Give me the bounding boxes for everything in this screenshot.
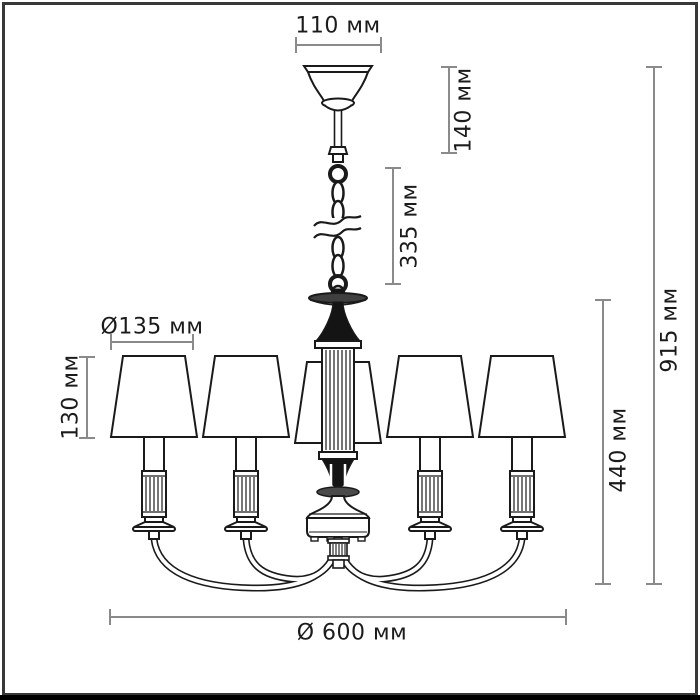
shade-2: [202, 355, 290, 438]
body-bell: [305, 495, 371, 519]
dim-total-diameter-label: Ø 600 мм: [296, 620, 408, 646]
bottom-hub: [327, 538, 350, 569]
candle-4: [408, 435, 452, 540]
suspension-chain: [312, 164, 364, 302]
shade-1: [110, 355, 198, 438]
shade-5: [478, 355, 566, 438]
dim-canopy-width-line: [295, 37, 382, 53]
upper-cone: [314, 301, 362, 342]
dimension-lines: [79, 37, 662, 625]
chain-break-squiggle-top: [313, 214, 362, 227]
ceiling-canopy: [302, 65, 374, 163]
candle-1: [132, 435, 176, 540]
dim-shade-diameter-line: [110, 334, 194, 350]
body-drum: [306, 517, 370, 538]
dim-shade-diameter-label: Ø135 мм: [100, 314, 204, 340]
dim-chain-length-line: [385, 167, 401, 285]
dim-body-height-line: [595, 299, 611, 585]
dim-shade-height-label: 130 мм: [58, 354, 84, 440]
dim-canopy-height-label: 140 мм: [451, 67, 477, 153]
dim-total-height-line: [646, 66, 662, 585]
dim-total-diameter-line: [109, 609, 567, 625]
dim-chain-length-label: 335 мм: [397, 183, 423, 269]
dim-body-height-label: 440 мм: [606, 407, 632, 493]
chain-break-squiggle-bottom: [313, 226, 362, 239]
dim-shade-height-line: [79, 356, 95, 439]
shade-4: [386, 355, 474, 438]
center-column: [305, 288, 371, 542]
bottom-border-band: [0, 695, 700, 700]
candle-5: [500, 435, 544, 540]
bottom-finial: [332, 559, 345, 569]
candle-2: [224, 435, 268, 540]
arms: [150, 538, 526, 592]
lower-cone: [320, 458, 356, 489]
dim-canopy-height-line: [441, 66, 457, 154]
dim-canopy-width-label: 110 мм: [295, 13, 381, 39]
dim-total-height-label: 915 мм: [657, 287, 683, 373]
